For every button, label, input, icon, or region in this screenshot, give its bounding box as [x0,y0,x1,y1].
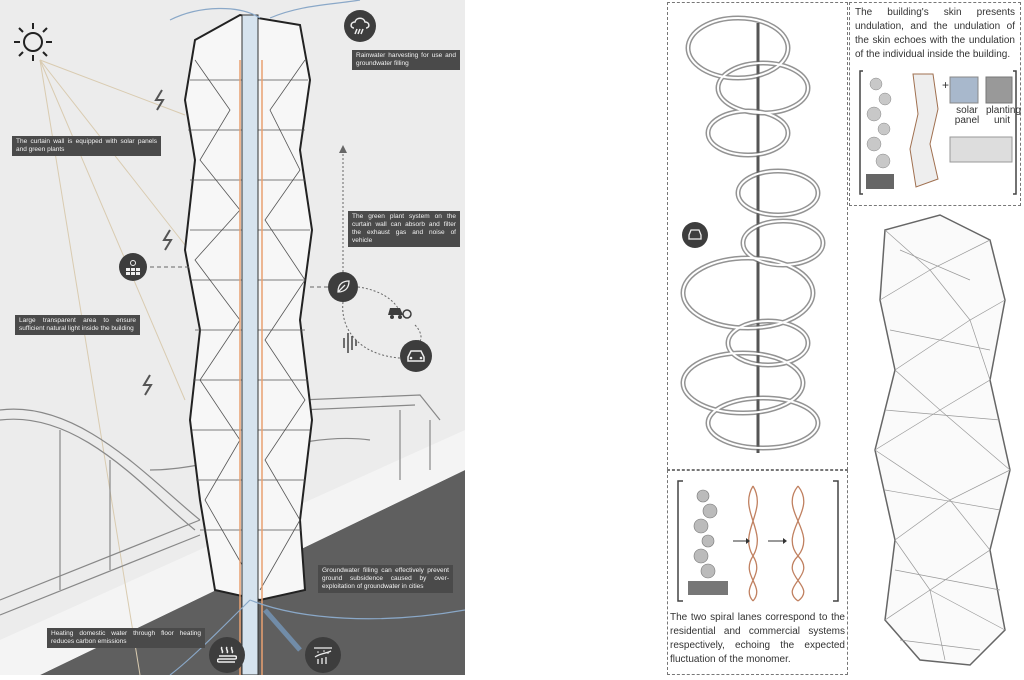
skin-concept-panel: The building's skin presents undulation,… [849,2,1021,206]
sun-icon [14,23,52,61]
skin-caption: The building's skin presents undulation,… [855,7,1015,60]
heating-label: Heating domestic water through floor hea… [47,628,205,648]
skin-concept-diagram: + [859,70,1017,195]
spiral-concept-diagram [677,480,839,602]
leaf-icon [328,272,358,302]
curtain-wall-label: The curtain wall is equipped with solar … [12,136,161,156]
groundwater-label: Groundwater filling can effectively prev… [318,565,453,593]
transparent-area-label: Large transparent area to ensure suffici… [15,315,140,335]
groundwater-icon [305,637,341,673]
sound-wave-icon [343,333,357,353]
lightning-icon [142,374,153,396]
car-icon [400,340,432,372]
floor-heating-icon [209,637,245,673]
spiral-caption: The two spiral lanes correspond to the r… [670,612,845,665]
car-icon [682,222,708,248]
solar-panel-label: solar panel [954,105,980,126]
tower-section-drawing [0,0,465,675]
planting-unit-label: planting unit [986,105,1022,126]
rain-cloud-icon [344,10,376,42]
lightning-icon [162,229,173,251]
svg-text:+: + [942,78,949,92]
lightning-icon [154,89,165,111]
green-plant-label: The green plant system on the curtain wa… [348,211,460,247]
spiral-concept-panel: The two spiral lanes correspond to the r… [667,470,848,675]
planting-unit-swatch [985,76,1013,104]
rainwater-label: Rainwater harvesting for use and groundw… [352,50,460,70]
solar-panel-swatch [949,76,979,104]
spiral-lanes-panel [667,2,848,470]
environmental-section-panel: Rainwater harvesting for use and groundw… [0,0,465,675]
water-shaft [241,14,259,675]
tower-skin-drawing [874,214,1011,666]
electric-car-icon [386,299,412,325]
spiral-lanes-drawing [680,15,826,453]
solar-panel-icon [119,253,147,281]
